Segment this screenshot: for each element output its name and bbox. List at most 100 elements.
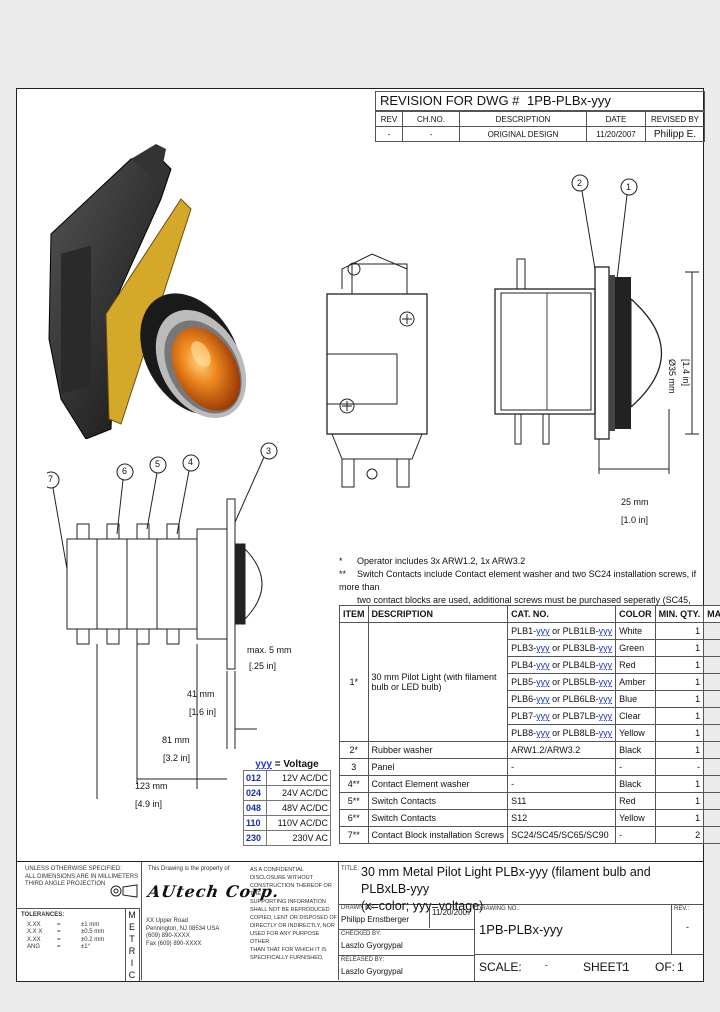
bom-row: 3 Panel - - - -: [339, 758, 720, 776]
bom-min-qty: 1: [654, 792, 705, 810]
bom-header: MIN. QTY.: [654, 605, 705, 623]
bom-description: Switch Contacts: [367, 809, 509, 827]
dim-123: 123 mm: [135, 781, 168, 791]
voltage-value: 12V AC/DC: [266, 770, 331, 786]
bom-color: White: [615, 622, 656, 640]
bom-min-qty: 1: [654, 690, 705, 708]
bom-row: PLB8-yyy or PLB8LB-yyyYellow11: [340, 724, 720, 742]
title-block: UNLESS OTHERWISE SPECIFIED: ALL DIMENSIO…: [17, 861, 703, 982]
revision-title: REVISION FOR DWG # 1PB-PLBx-yyy: [375, 91, 705, 111]
bom-max-qty: -: [703, 758, 720, 776]
approvals: DRAWN BY: Philipp Ernstberger 11/20/2007…: [339, 904, 475, 981]
checked-by-cell: CHECKED BY: Laszlo Gyorgypal: [339, 930, 475, 956]
tolerance-row: ANG=±1°: [27, 944, 91, 950]
bom-max-qty: 2: [703, 826, 720, 844]
voltage-value: 24V AC/DC: [266, 785, 331, 801]
bom-cat-no: PLB6-yyy or PLB6LB-yyy: [507, 690, 617, 708]
tolerance-row: X.XX=±0.2 mm: [27, 936, 105, 943]
callout-2-label: 2: [577, 178, 583, 188]
title-area: TITLE: 30 mm Metal Pilot Light PLBx-yyy …: [339, 862, 703, 913]
bom-cat-no: PLB4-yyy or PLB4LB-yyy: [507, 656, 617, 674]
chno-header: CH.NO.: [402, 111, 460, 127]
callout-5-label: 5: [155, 459, 161, 469]
callout-7-label: 7: [48, 474, 54, 484]
date-value: 11/20/2007: [586, 126, 646, 142]
bom-description: Contact Element washer: [367, 775, 509, 793]
bom-max-qty: 1: [703, 673, 720, 691]
bom-max-qty: 1: [703, 724, 720, 742]
voltage-code: 012: [242, 770, 268, 786]
bom-cat-no: S12: [507, 809, 617, 827]
max-dim-in: [.25 in]: [249, 661, 277, 671]
dim-123-in: [4.9 in]: [135, 799, 163, 809]
bom-cat-no: -: [507, 758, 617, 776]
bom-max-qty: 1: [703, 639, 720, 657]
bom-item: 3: [339, 758, 369, 776]
bom-min-qty: 1: [654, 622, 705, 640]
bom-row: 2* Rubber washer ARW1.2/ARW3.2 Black 1 4: [339, 741, 720, 759]
bom-description: Switch Contacts: [367, 792, 509, 810]
bom-header: CAT. NO.: [507, 605, 617, 623]
projection-symbol-icon: [110, 884, 138, 898]
voltage-value: 230V AC: [266, 830, 331, 846]
bom-color: -: [615, 758, 656, 776]
voltage-code: 110: [242, 815, 268, 831]
bom-color: Yellow: [615, 809, 656, 827]
bom-min-qty: 1: [654, 724, 705, 742]
bom-description: Rubber washer: [367, 741, 509, 759]
bom-cat-no: SC24/SC45/SC65/SC90: [507, 826, 617, 844]
bom-description: Panel: [367, 758, 509, 776]
description-header: DESCRIPTION: [459, 111, 587, 127]
bom-max-qty: 1: [703, 622, 720, 640]
bom-color: Green: [615, 639, 656, 657]
bom-color: Yellow: [615, 724, 656, 742]
revised-by-header: REVISED BY: [645, 111, 705, 127]
depth-dim: 25 mm: [621, 497, 649, 507]
bom-color: -: [615, 826, 656, 844]
tolerance-row: X.XX=±1 mm: [27, 921, 100, 928]
bom-item: 2*: [339, 741, 369, 759]
max-dim: max. 5 mm: [247, 645, 292, 655]
description-value: ORIGINAL DESIGN: [459, 126, 587, 142]
bom-item: 7**: [339, 826, 369, 844]
bom-cat-no: PLB7-yyy or PLB7LB-yyy: [507, 707, 617, 725]
callout-3-label: 3: [266, 446, 272, 456]
bom-cat-no: ARW1.2/ARW3.2: [507, 741, 617, 759]
bom-min-qty: 1: [654, 741, 705, 759]
note-line: **Switch Contacts include Contact elemen…: [339, 569, 697, 592]
drawing-sheet: REVISION FOR DWG # 1PB-PLBx-yyy REV CH.N…: [16, 88, 720, 982]
dim-81: 81 mm: [162, 735, 190, 745]
diameter-dim-in: [1.4 in]: [681, 359, 691, 387]
bom-cat-no: -: [507, 775, 617, 793]
bom-min-qty: 1: [654, 775, 705, 793]
bom-description: Contact Block installation Screws: [367, 826, 509, 844]
back-view-drawing: [326, 253, 428, 488]
side-view-drawing: [494, 174, 699, 474]
bom-max-qty: 2: [703, 775, 720, 793]
voltage-table-title: yyy = Voltage: [255, 759, 319, 770]
installation-view-drawing: [47, 442, 278, 799]
callout-6-label: 6: [122, 466, 128, 476]
tolerance-row: X.X X=±0.5 mm: [27, 929, 105, 935]
bom-color: Blue: [615, 690, 656, 708]
bom-max-qty: 1: [703, 690, 720, 708]
voltage-code: 024: [242, 785, 268, 801]
bom-cat-no: S11: [507, 792, 617, 810]
bom-min-qty: 1: [654, 673, 705, 691]
bom-cat-no: PLB8-yyy or PLB8LB-yyy: [507, 724, 617, 742]
revision-table: REV CH.NO. DESCRIPTION DATE REVISED BY -…: [375, 111, 705, 142]
bom-color: Amber: [615, 673, 656, 691]
bom-header: ITEM: [339, 605, 369, 623]
revision-block: REVISION FOR DWG # 1PB-PLBx-yyy REV CH.N…: [375, 91, 705, 142]
voltage-code: 230: [242, 830, 268, 846]
rev-header: REV: [375, 111, 403, 127]
bom-header: DESCRIPTION: [367, 605, 509, 623]
